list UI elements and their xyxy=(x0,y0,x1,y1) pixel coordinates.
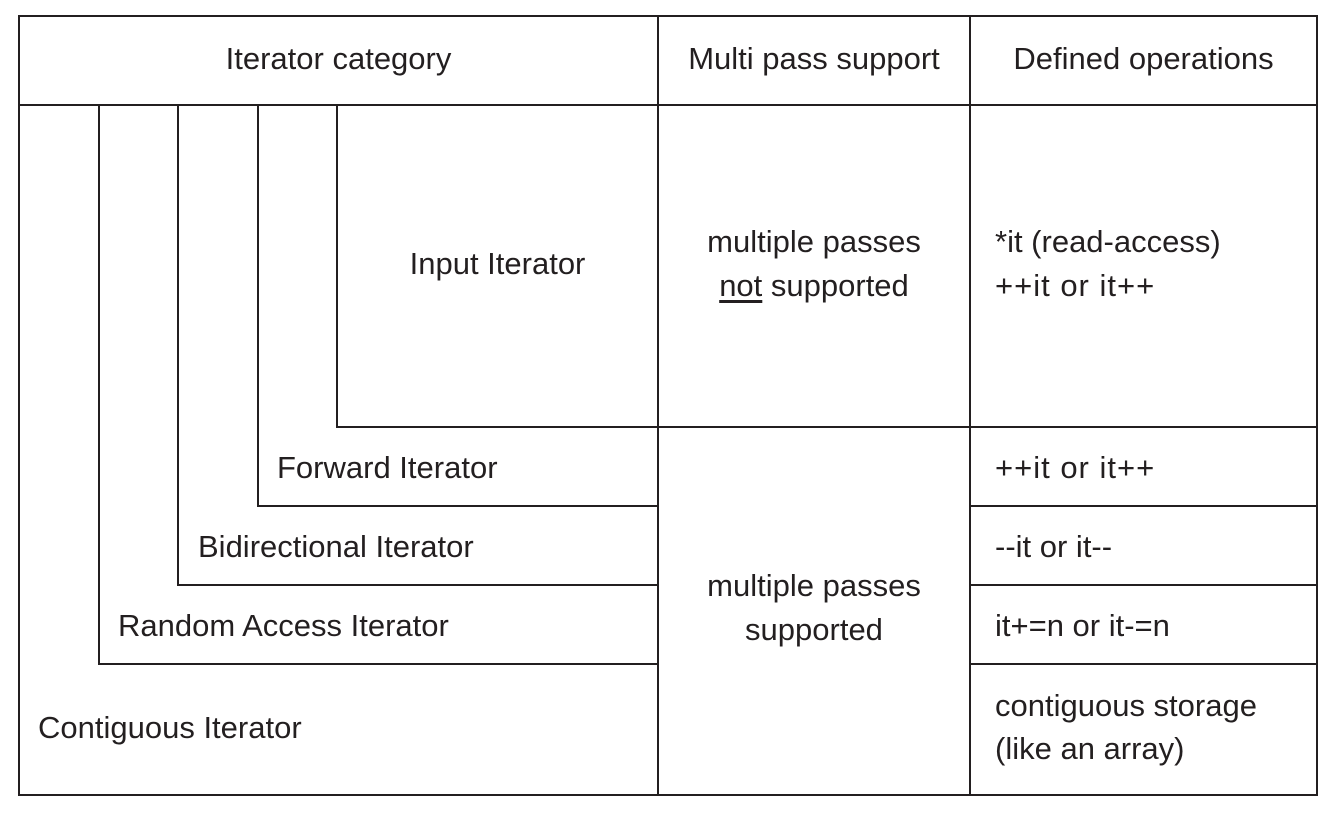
nest-line-input xyxy=(336,104,338,426)
multipass-not-supported-line2: not supported xyxy=(659,264,969,308)
nest-bottom-random-access xyxy=(98,663,659,665)
multipass-supported-line1: multiple passes xyxy=(707,568,921,603)
header-divider xyxy=(18,104,1318,106)
ops-bidirectional: --it or it-- xyxy=(995,529,1113,564)
nest-line-random-access xyxy=(98,104,100,664)
frame-bottom xyxy=(18,794,1318,796)
ops-forward: ++it or it++ xyxy=(995,450,1156,485)
nest-line-bidirectional xyxy=(177,104,179,585)
header-iterator-category: Iterator category xyxy=(225,41,452,76)
not-supported-rest: supported xyxy=(762,268,909,303)
multipass-divider xyxy=(657,426,971,428)
frame-top xyxy=(18,15,1318,17)
ops-contiguous-line2: (like an array) xyxy=(995,731,1185,766)
column-divider-1 xyxy=(657,15,659,796)
nest-bottom-input xyxy=(336,426,659,428)
multipass-not-supported-line1: multiple passes xyxy=(707,224,921,259)
ops-random-access: it+=n or it-=n xyxy=(995,608,1170,643)
ops-divider-3 xyxy=(969,584,1318,586)
ops-divider-1 xyxy=(969,426,1318,428)
ops-input-line2: ++it or it++ xyxy=(995,268,1156,303)
header-multi-pass-support: Multi pass support xyxy=(688,41,940,76)
ops-input-line1: *it (read-access) xyxy=(995,224,1221,259)
nest-bottom-bidirectional xyxy=(177,584,659,586)
label-random-access-iterator: Random Access Iterator xyxy=(118,608,449,643)
label-contiguous-iterator: Contiguous Iterator xyxy=(38,710,302,745)
ops-contiguous-line1: contiguous storage xyxy=(995,688,1257,723)
frame-left xyxy=(18,15,20,796)
nest-line-forward xyxy=(257,104,259,506)
label-forward-iterator: Forward Iterator xyxy=(277,450,498,485)
label-input-iterator: Input Iterator xyxy=(409,246,586,281)
nest-bottom-forward xyxy=(257,505,659,507)
ops-divider-4 xyxy=(969,663,1318,665)
label-bidirectional-iterator: Bidirectional Iterator xyxy=(198,529,474,564)
frame-right xyxy=(1316,15,1318,796)
column-divider-2 xyxy=(969,15,971,796)
not-emphasis: not xyxy=(719,268,763,303)
ops-divider-2 xyxy=(969,505,1318,507)
header-defined-operations: Defined operations xyxy=(1013,41,1274,76)
multipass-supported-line2: supported xyxy=(745,612,883,647)
